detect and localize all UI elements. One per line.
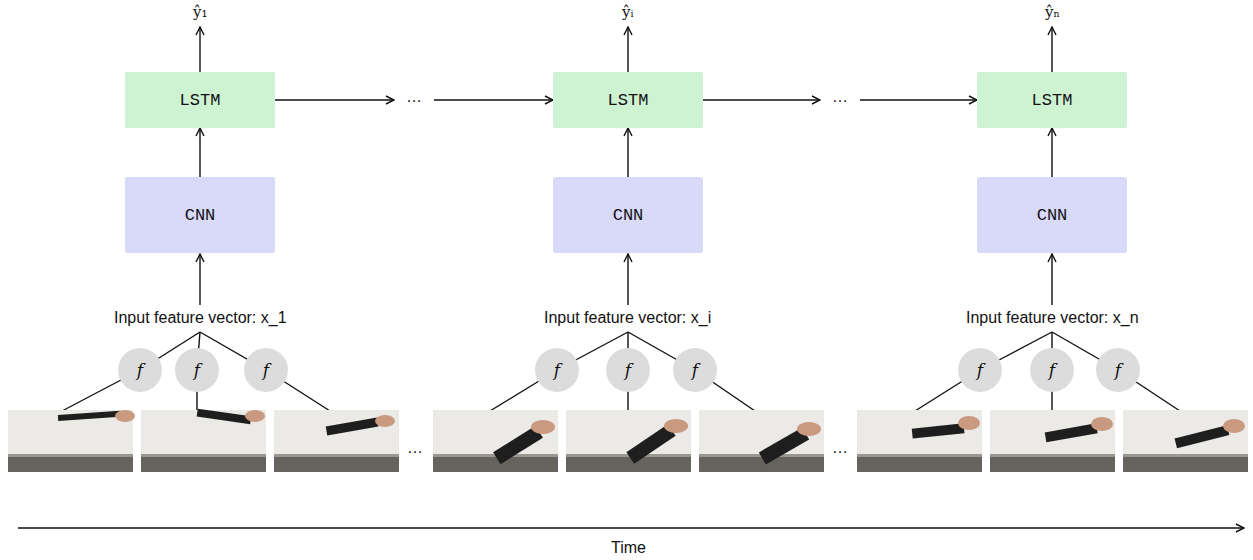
box-label: LSTM — [608, 91, 649, 110]
connector — [275, 99, 394, 100]
cnn-box: CNN — [977, 177, 1127, 253]
video-frame — [141, 409, 266, 472]
box-label: LSTM — [1032, 91, 1073, 110]
function-circle: f — [673, 348, 717, 392]
function-symbol: f — [625, 360, 631, 380]
function-symbol: f — [977, 360, 983, 380]
box-label: CNN — [613, 206, 644, 225]
box-label: CNN — [1037, 206, 1068, 225]
function-symbol: f — [554, 360, 560, 380]
video-frame — [857, 410, 982, 472]
function-circle: f — [606, 348, 650, 392]
input-label: Input feature vector: x_i — [544, 309, 711, 327]
function-circle: f — [1096, 348, 1140, 392]
function-circle: f — [118, 348, 162, 392]
output-label: ŷᵢ — [622, 4, 634, 21]
input-label: Input feature vector: x_1 — [114, 309, 287, 327]
function-symbol: f — [692, 360, 698, 380]
lstm-box: LSTM — [125, 72, 275, 128]
function-circle: f — [175, 348, 219, 392]
video-frame — [433, 410, 558, 472]
time-axis — [18, 527, 1244, 528]
connector — [1051, 128, 1052, 177]
edge-label: … — [830, 88, 850, 106]
fan-lines — [62, 332, 1180, 411]
connector — [703, 99, 820, 100]
box-label: CNN — [185, 206, 216, 225]
input-arrows — [200, 254, 1052, 305]
function-circle: f — [244, 348, 288, 392]
function-symbol: f — [1115, 360, 1121, 380]
cnn-box: CNN — [553, 177, 703, 253]
video-frame — [274, 410, 399, 472]
function-symbol: f — [137, 360, 143, 380]
function-symbol: f — [194, 360, 200, 380]
cnn-box: CNN — [125, 177, 275, 253]
output-label: ŷₙ — [1045, 4, 1060, 21]
video-frame — [990, 410, 1115, 472]
ellipsis: … — [407, 439, 423, 457]
connector — [434, 99, 553, 100]
lstm-box: LSTM — [977, 72, 1127, 128]
function-circle: f — [1030, 348, 1074, 392]
function-circle: f — [535, 348, 579, 392]
video-frame — [699, 410, 824, 472]
function-circle: f — [958, 348, 1002, 392]
box-label: LSTM — [180, 91, 221, 110]
axis-label: Time — [611, 539, 646, 557]
lstm-box: LSTM — [553, 72, 703, 128]
video-frame — [8, 410, 135, 472]
function-symbol: f — [1049, 360, 1055, 380]
output-label: ŷ₁ — [193, 4, 208, 21]
video-frame — [1123, 410, 1248, 472]
edge-label: … — [404, 88, 424, 106]
connector — [860, 99, 977, 100]
connector — [627, 128, 628, 177]
video-frame — [566, 410, 691, 472]
input-label: Input feature vector: x_n — [966, 309, 1139, 327]
ellipsis: … — [832, 439, 848, 457]
output-arrows — [200, 27, 1052, 72]
function-symbol: f — [263, 360, 269, 380]
connector — [199, 128, 200, 177]
